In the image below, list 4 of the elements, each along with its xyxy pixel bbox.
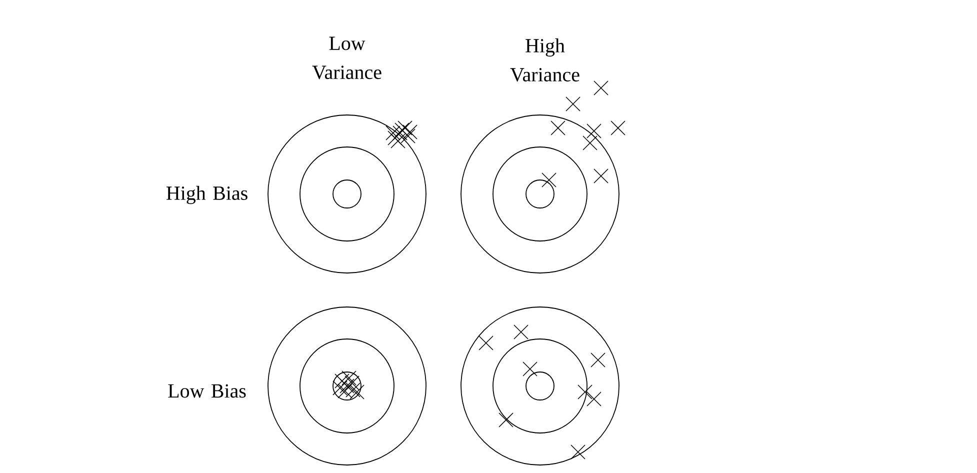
- axis-label: Low Variance: [312, 36, 382, 80]
- axis-label: High Variance: [510, 38, 580, 82]
- axis-label: High Bias: [166, 186, 248, 204]
- axis-label: Low Bias: [168, 384, 246, 398]
